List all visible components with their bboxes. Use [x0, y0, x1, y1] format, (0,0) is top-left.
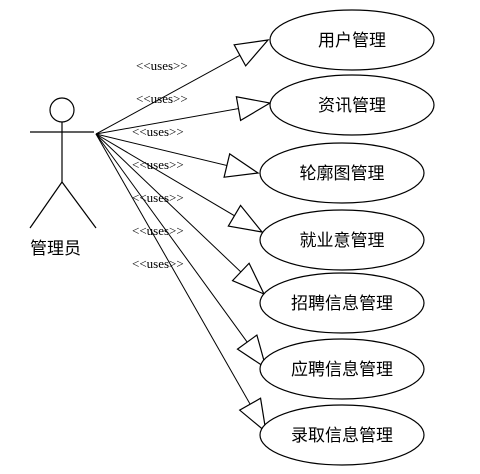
use-case-label: 用户管理	[318, 31, 386, 51]
use-case-ellipse	[259, 209, 425, 271]
uses-label: <<uses>>	[132, 223, 184, 238]
uses-label: <<uses>>	[136, 91, 188, 106]
actor-head	[49, 97, 75, 123]
uses-label: <<uses>>	[136, 58, 188, 73]
use-case-label: 应聘信息管理	[291, 360, 393, 380]
use-case-ellipse	[259, 272, 425, 334]
uses-line	[95, 133, 267, 433]
actor-name: 管理员	[30, 239, 81, 259]
use-case-label: 轮廓图管理	[300, 164, 385, 184]
arrowhead	[231, 262, 266, 296]
use-case-ellipse	[269, 74, 435, 136]
use-case-label: 招聘信息管理	[291, 294, 393, 314]
use-case-ellipse	[259, 338, 425, 400]
uses-label: <<uses>>	[132, 256, 184, 271]
arrowhead	[227, 204, 264, 233]
use-case-ellipse	[259, 404, 425, 466]
use-case-label: 资讯管理	[318, 96, 386, 116]
actor-left-leg	[29, 181, 63, 229]
uses-line	[95, 133, 267, 369]
uses-label: <<uses>>	[132, 190, 184, 205]
relations-layer: <<uses>> <<uses>> <<uses>> <<uses>> <<uses>>…	[95, 39, 272, 434]
use-case-label: 录取信息管理	[291, 426, 393, 446]
uses-line	[95, 133, 265, 295]
uses-label: <<uses>>	[132, 124, 184, 139]
use-case-ellipse	[259, 142, 425, 204]
actor-figure	[29, 97, 97, 229]
arrowhead	[236, 334, 268, 370]
arrowhead	[223, 152, 260, 178]
arrowhead	[235, 96, 272, 122]
actor-right-leg	[61, 181, 97, 229]
arrowhead	[238, 397, 267, 434]
uses-line	[95, 39, 269, 135]
use-case-label: 就业意管理	[300, 231, 385, 251]
uses-label: <<uses>>	[132, 157, 184, 172]
arrowhead	[233, 39, 270, 67]
use-case-ellipse	[269, 9, 435, 71]
